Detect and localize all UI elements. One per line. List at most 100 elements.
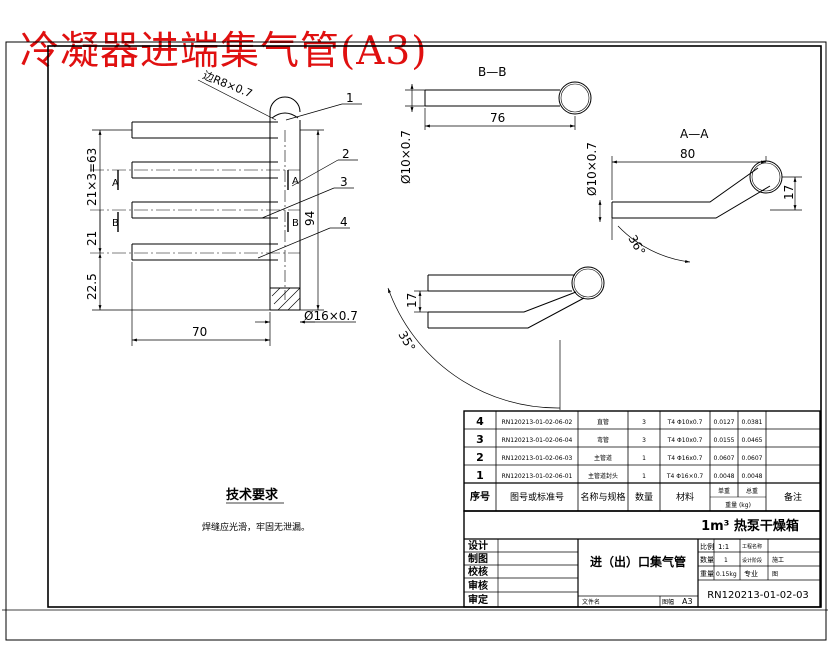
dim-17-aa: 17 (782, 185, 796, 200)
bom-header-remark: 备注 (784, 491, 802, 503)
bom-no: 3 (476, 433, 484, 446)
balloon-3: 3 (340, 175, 348, 189)
bom-qty: 3 (642, 419, 646, 426)
scale-label: 比例 (700, 542, 714, 551)
bom-no: 1 (476, 469, 484, 482)
sheet-value: A3 (682, 597, 693, 606)
product-name: 1m³ 热泵干燥箱 (701, 518, 799, 534)
bom-total: 0.0048 (742, 473, 763, 480)
section-aa-text: A—A 80 Ø10×0.7 17 36° (585, 127, 796, 258)
bom-unit: 0.0155 (714, 437, 735, 444)
dim-tube-bb: Ø10×0.7 (399, 130, 413, 184)
bom-no: 4 (476, 415, 484, 428)
bom-code: RN120213-01-02-06-02 (502, 419, 573, 426)
tech-text: 焊缝应光滑，牢固无泄漏。 (202, 521, 310, 533)
section-b-right: B (292, 218, 299, 229)
section-aa-label: A—A (680, 127, 709, 141)
branch-tubes (131, 121, 278, 261)
bom-total: 0.0381 (742, 419, 763, 426)
stage-label: 设计阶段 (742, 557, 762, 564)
balloon-4: 4 (340, 215, 348, 229)
bom-total: 0.0607 (742, 455, 763, 462)
sheet-label: 图幅 (662, 598, 674, 606)
dim-angle-lower: 35° (395, 329, 418, 354)
balloon-2: 2 (342, 147, 350, 161)
header-pipe (269, 96, 301, 311)
section-markers (117, 170, 289, 232)
bom-name: 弯管 (597, 436, 609, 444)
bom-code: RN120213-01-02-06-04 (502, 437, 573, 444)
bom-code: RN120213-01-02-06-01 (502, 473, 573, 480)
balloon-1: 1 (346, 91, 354, 105)
qty-value: 1 (724, 557, 728, 564)
title-block: 1m³ 热泵干燥箱 设计 制图 校核 审核 审定 进（出）口集气管 比例 1:1… (463, 510, 821, 608)
file-label: 文件名 (582, 598, 600, 606)
dim-94: 94 (303, 211, 317, 226)
prof-label: 专业 (744, 569, 758, 578)
main-dimensions (92, 129, 356, 346)
inner-frame (47, 45, 822, 608)
bom-name: 主管道封头 (588, 472, 618, 480)
weight-label: 重量 (700, 570, 714, 578)
dim-70: 70 (192, 325, 207, 339)
outer-frame (5, 41, 827, 641)
balloon-leaders (197, 79, 362, 259)
section-bb-text: B—B 76 Ø10×0.7 (399, 65, 506, 184)
bom-header-name: 名称与规格 (580, 491, 625, 503)
hatch (271, 287, 301, 311)
dim-tube-aa: Ø10×0.7 (585, 142, 599, 196)
part-name: 进（出）口集气管 (590, 554, 686, 569)
page-title: 冷凝器进端集气管(A3) (20, 29, 428, 74)
bom-header-material: 材料 (676, 491, 694, 503)
dim-17-lower: 17 (405, 293, 419, 308)
scale-value: 1:1 (718, 543, 729, 551)
bom-code: RN120213-01-02-06-03 (502, 455, 573, 462)
bom-qty: 1 (642, 455, 646, 462)
role-draw: 制图 (468, 552, 488, 565)
project-label: 工程名称 (742, 543, 762, 550)
dim-21: 21 (85, 231, 99, 246)
tech-heading: 技术要求 (226, 487, 279, 503)
bom-name: 直管 (597, 418, 609, 426)
bom-unit: 0.0607 (714, 455, 735, 462)
section-a-left: A (112, 178, 119, 189)
stage-value: 施工 (772, 556, 784, 564)
tech-requirements: 技术要求 焊缝应光滑，牢固无泄漏。 (202, 487, 310, 533)
bom-no: 2 (476, 451, 484, 464)
bom-table: 4 RN120213-01-02-06-02 直管 3 T4 Φ10x0.7 0… (463, 410, 821, 512)
role-design: 设计 (468, 539, 488, 552)
qty-label: 数量 (700, 555, 714, 564)
dim-80: 80 (680, 147, 695, 161)
bom-material: T4 Φ16x0.7 (667, 455, 703, 462)
bom-unit: 0.0048 (714, 473, 735, 480)
main-view-text: 边R8×0.7 1 2 3 4 21×3=63 21 22.5 94 70 Ø1… (85, 69, 358, 339)
chamfer-note: 边R8×0.7 (201, 69, 254, 101)
lower-view-text: 17 35° (395, 293, 419, 354)
section-bb-view (405, 81, 592, 130)
role-approve: 审定 (468, 593, 488, 606)
bom-material: T4 Φ10x0.7 (667, 437, 703, 444)
section-aa-view (598, 156, 802, 263)
dim-76: 76 (490, 111, 505, 125)
bom-name: 主管道 (594, 454, 612, 462)
section-b-left: B (112, 218, 119, 229)
weight-value: 0.15kg (716, 571, 737, 578)
dim-pitch: 21×3=63 (85, 148, 99, 206)
section-bb-label: B—B (478, 65, 506, 79)
bom-header-no: 序号 (470, 490, 490, 503)
bom-unit: 0.0127 (714, 419, 735, 426)
bom-qty: 1 (642, 473, 646, 480)
section-a-right: A (292, 176, 299, 187)
role-check: 校核 (468, 565, 488, 578)
bom-material: T4 Φ16×0.7 (666, 473, 703, 480)
bom-header-qty: 数量 (635, 491, 653, 503)
prof-value: 图 (772, 571, 778, 578)
dim-pipe: Ø16×0.7 (304, 309, 358, 323)
bom-qty: 3 (642, 437, 646, 444)
bom-header-total: 总重 (746, 487, 758, 495)
role-review: 审核 (468, 579, 488, 592)
bom-material: T4 Φ10x0.7 (667, 419, 703, 426)
drawing-number: RN120213-01-02-03 (707, 590, 809, 601)
lower-view (387, 266, 605, 410)
